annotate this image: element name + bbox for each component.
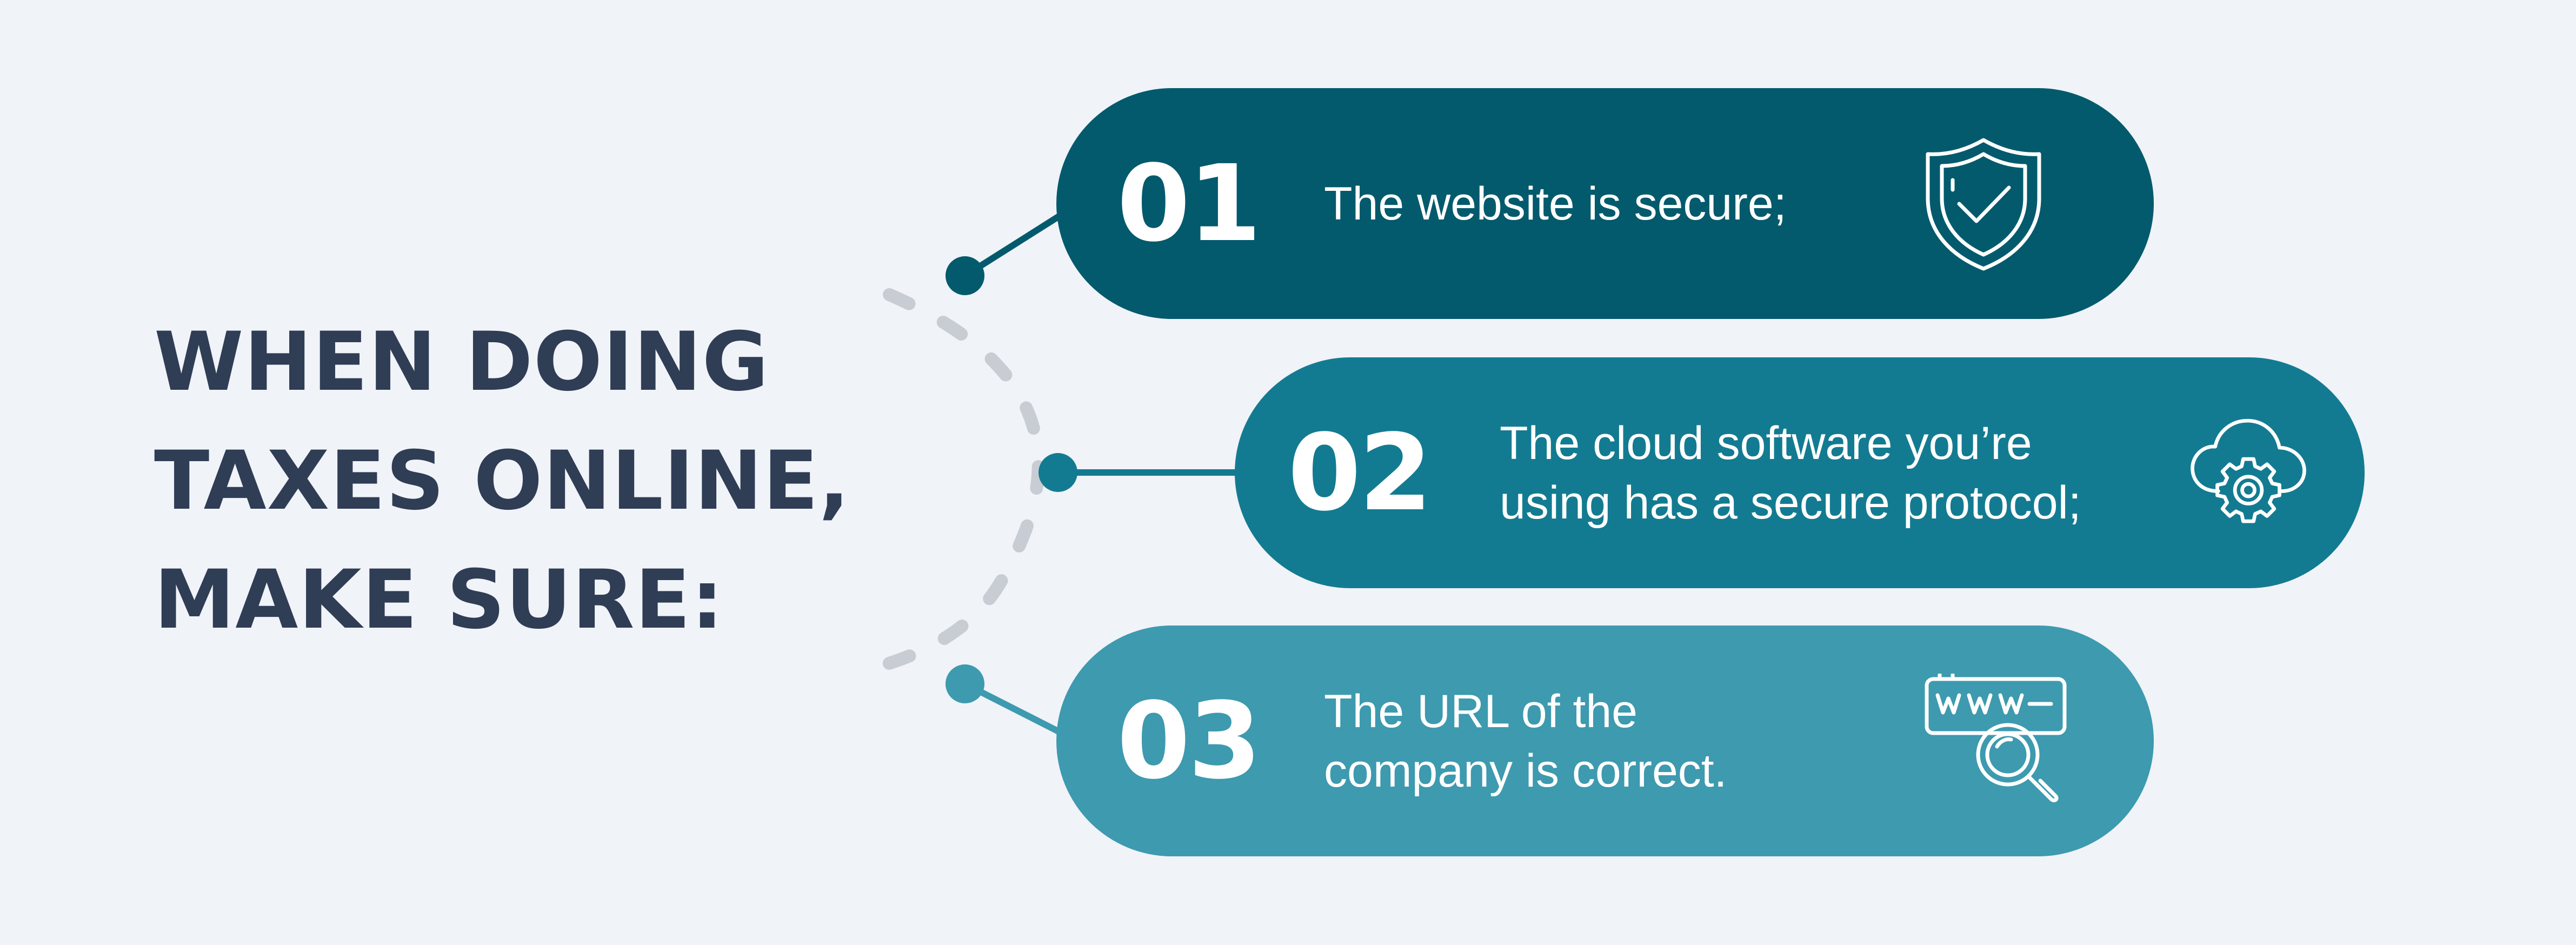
connector-dot-3 [946, 664, 984, 703]
step-text-3-line-2: company is correct. [1324, 744, 1727, 797]
step-number-1: 01 [1117, 142, 1261, 265]
www-search-icon [1921, 625, 2073, 856]
step-text-2-line-2: using has a secure protocol; [1500, 476, 2081, 529]
dashed-arc [877, 288, 1045, 671]
headline-line-2: TAXES ONLINE, [154, 434, 850, 528]
connector-dot-2 [1039, 453, 1077, 492]
step-card-2: 02 The cloud software you’re using has a… [1235, 357, 2365, 588]
connector-dot-1 [946, 256, 984, 295]
step-text-3-line-1: The URL of the [1324, 685, 1638, 737]
headline: WHEN DOING TAXES ONLINE, MAKE SURE: [154, 303, 850, 660]
headline-line-3: MAKE SURE: [154, 553, 724, 647]
step-card-1: 01 The website is secure; [1056, 88, 2154, 319]
step-card-3: 03 The URL of the company is correct. [1056, 625, 2154, 856]
step-text-1: The website is secure; [1324, 88, 1787, 319]
step-number-3: 03 [1117, 680, 1261, 802]
cloud-gear-icon [2186, 357, 2311, 588]
step-text-3: The URL of the company is correct. [1324, 625, 1727, 856]
shield-check-icon [1921, 88, 2046, 319]
step-number-2: 02 [1288, 411, 1432, 534]
headline-line-1: WHEN DOING [154, 315, 769, 409]
step-text-2: The cloud software you’re using has a se… [1500, 357, 2081, 588]
step-text-2-line-1: The cloud software you’re [1500, 417, 2032, 469]
step-text-1-line-1: The website is secure; [1324, 177, 1787, 230]
